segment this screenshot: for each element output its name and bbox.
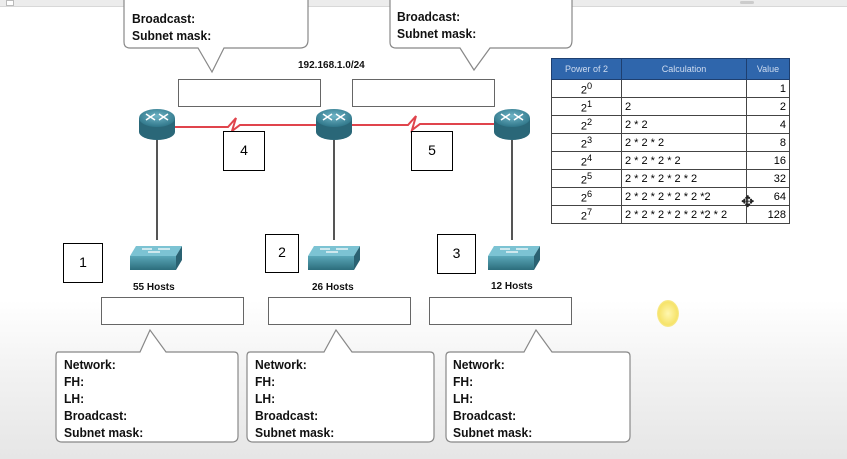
top-bubble-1-subnet-mask: Subnet mask: — [132, 28, 212, 43]
bottom-bubble-1-network: Network: — [64, 357, 116, 372]
bottom-bubble-1-subnet-mask: Subnet mask: — [64, 425, 144, 440]
serial-link-r2-r3 — [350, 115, 496, 133]
power-cell: 27 — [551, 205, 622, 224]
value-cell: 1 — [746, 79, 790, 98]
callout-bubble-bottom-2 — [246, 328, 435, 443]
value-cell: 32 — [746, 169, 790, 188]
answer-box-wan-2[interactable] — [352, 79, 495, 107]
value-cell: 8 — [746, 133, 790, 152]
lan-number-box-3: 3 — [437, 234, 476, 274]
header-power: Power of 2 — [551, 58, 622, 80]
bottom-bubble-2-lh: LH: — [255, 391, 276, 406]
bottom-bubble-3-lh: LH: — [453, 391, 474, 406]
bottom-bubble-1-lh: LH: — [64, 391, 85, 406]
bottom-bubble-3-fh: FH: — [453, 374, 474, 389]
answer-box-lan-1[interactable] — [101, 297, 244, 325]
calc-cell: 2 * 2 * 2 * 2 * 2 *2 — [621, 187, 747, 206]
pointer-highlight-icon — [657, 300, 679, 327]
power-cell: 23 — [551, 133, 622, 152]
move-cursor-icon: ✥ — [741, 194, 755, 211]
switch-3-icon — [488, 246, 540, 270]
bottom-bubble-3-broadcast: Broadcast: — [453, 408, 517, 423]
callout-bubble-bottom-1 — [55, 328, 239, 443]
calc-cell: 2 * 2 * 2 * 2 — [621, 151, 747, 170]
answer-box-wan-1[interactable] — [178, 79, 321, 107]
table-row: 20 1 — [551, 79, 790, 98]
bottom-bubble-2-network: Network: — [255, 357, 307, 372]
router-3-icon — [494, 109, 530, 140]
callout-bubble-top-right — [389, 0, 573, 72]
bottom-bubble-2-text: Network: FH: LH: Broadcast: Subnet mask: — [255, 356, 334, 441]
value-cell: 128 — [746, 205, 790, 224]
answer-box-lan-2[interactable] — [268, 297, 411, 325]
calc-cell: 2 * 2 * 2 — [621, 133, 747, 152]
router-1-icon — [139, 109, 175, 140]
lan-number-box-2: 2 — [265, 234, 299, 273]
window-icon — [6, 0, 14, 6]
header-calculation: Calculation — [621, 58, 747, 80]
table-header-row: Power of 2 Calculation Value — [551, 58, 790, 80]
power-cell: 26 — [551, 187, 622, 206]
top-bubble-1-broadcast: Broadcast: — [132, 11, 196, 26]
calc-cell: 2 — [621, 97, 747, 116]
calc-cell: 2 * 2 — [621, 115, 747, 134]
top-bubble-2-text: Broadcast: Subnet mask: — [397, 8, 476, 42]
bottom-bubble-1-broadcast: Broadcast: — [64, 408, 128, 423]
serial-link-r1-r2 — [172, 117, 318, 134]
window-control-icon — [740, 1, 754, 4]
power-cell: 24 — [551, 151, 622, 170]
bottom-bubble-3-network: Network: — [453, 357, 505, 372]
bottom-bubble-1-fh: FH: — [64, 374, 85, 389]
bottom-bubble-1-text: Network: FH: LH: Broadcast: Subnet mask: — [64, 356, 143, 441]
header-value: Value — [746, 58, 790, 80]
switch-2-icon — [308, 246, 360, 270]
callout-bubble-top-left — [123, 0, 309, 74]
power-cell: 22 — [551, 115, 622, 134]
callout-bubble-bottom-3 — [445, 328, 631, 443]
power-cell: 25 — [551, 169, 622, 188]
lan-1-hosts-label: 55 Hosts — [133, 282, 175, 293]
lan-3-hosts-label: 12 Hosts — [491, 281, 533, 292]
answer-box-lan-3[interactable] — [429, 297, 572, 325]
bottom-bubble-2-fh: FH: — [255, 374, 276, 389]
top-bubble-2-broadcast: Broadcast: — [397, 9, 461, 24]
bottom-bubble-3-text: Network: FH: LH: Broadcast: Subnet mask: — [453, 356, 532, 441]
switch-1-icon — [130, 246, 182, 270]
bottom-bubble-2-subnet-mask: Subnet mask: — [255, 425, 335, 440]
router-2-icon — [316, 109, 352, 140]
bottom-bubble-2-broadcast: Broadcast: — [255, 408, 319, 423]
power-cell: 20 — [551, 79, 622, 98]
value-cell: 16 — [746, 151, 790, 170]
top-bubble-2-subnet-mask: Subnet mask: — [397, 26, 477, 41]
value-cell: 4 — [746, 115, 790, 134]
wan-network-label: 192.168.1.0/24 — [298, 60, 365, 71]
calc-cell: 2 * 2 * 2 * 2 * 2 *2 * 2 — [621, 205, 747, 224]
wan-number-box-5: 5 — [411, 131, 453, 171]
value-cell: 2 — [746, 97, 790, 116]
power-cell: 21 — [551, 97, 622, 116]
lan-number-box-1: 1 — [63, 243, 103, 283]
lan-2-hosts-label: 26 Hosts — [312, 282, 354, 293]
top-bubble-1-text: Broadcast: Subnet mask: — [132, 10, 211, 44]
calc-cell: 2 * 2 * 2 * 2 * 2 — [621, 169, 747, 188]
bottom-bubble-3-subnet-mask: Subnet mask: — [453, 425, 533, 440]
wan-number-box-4: 4 — [223, 131, 265, 171]
calc-cell — [621, 79, 747, 98]
